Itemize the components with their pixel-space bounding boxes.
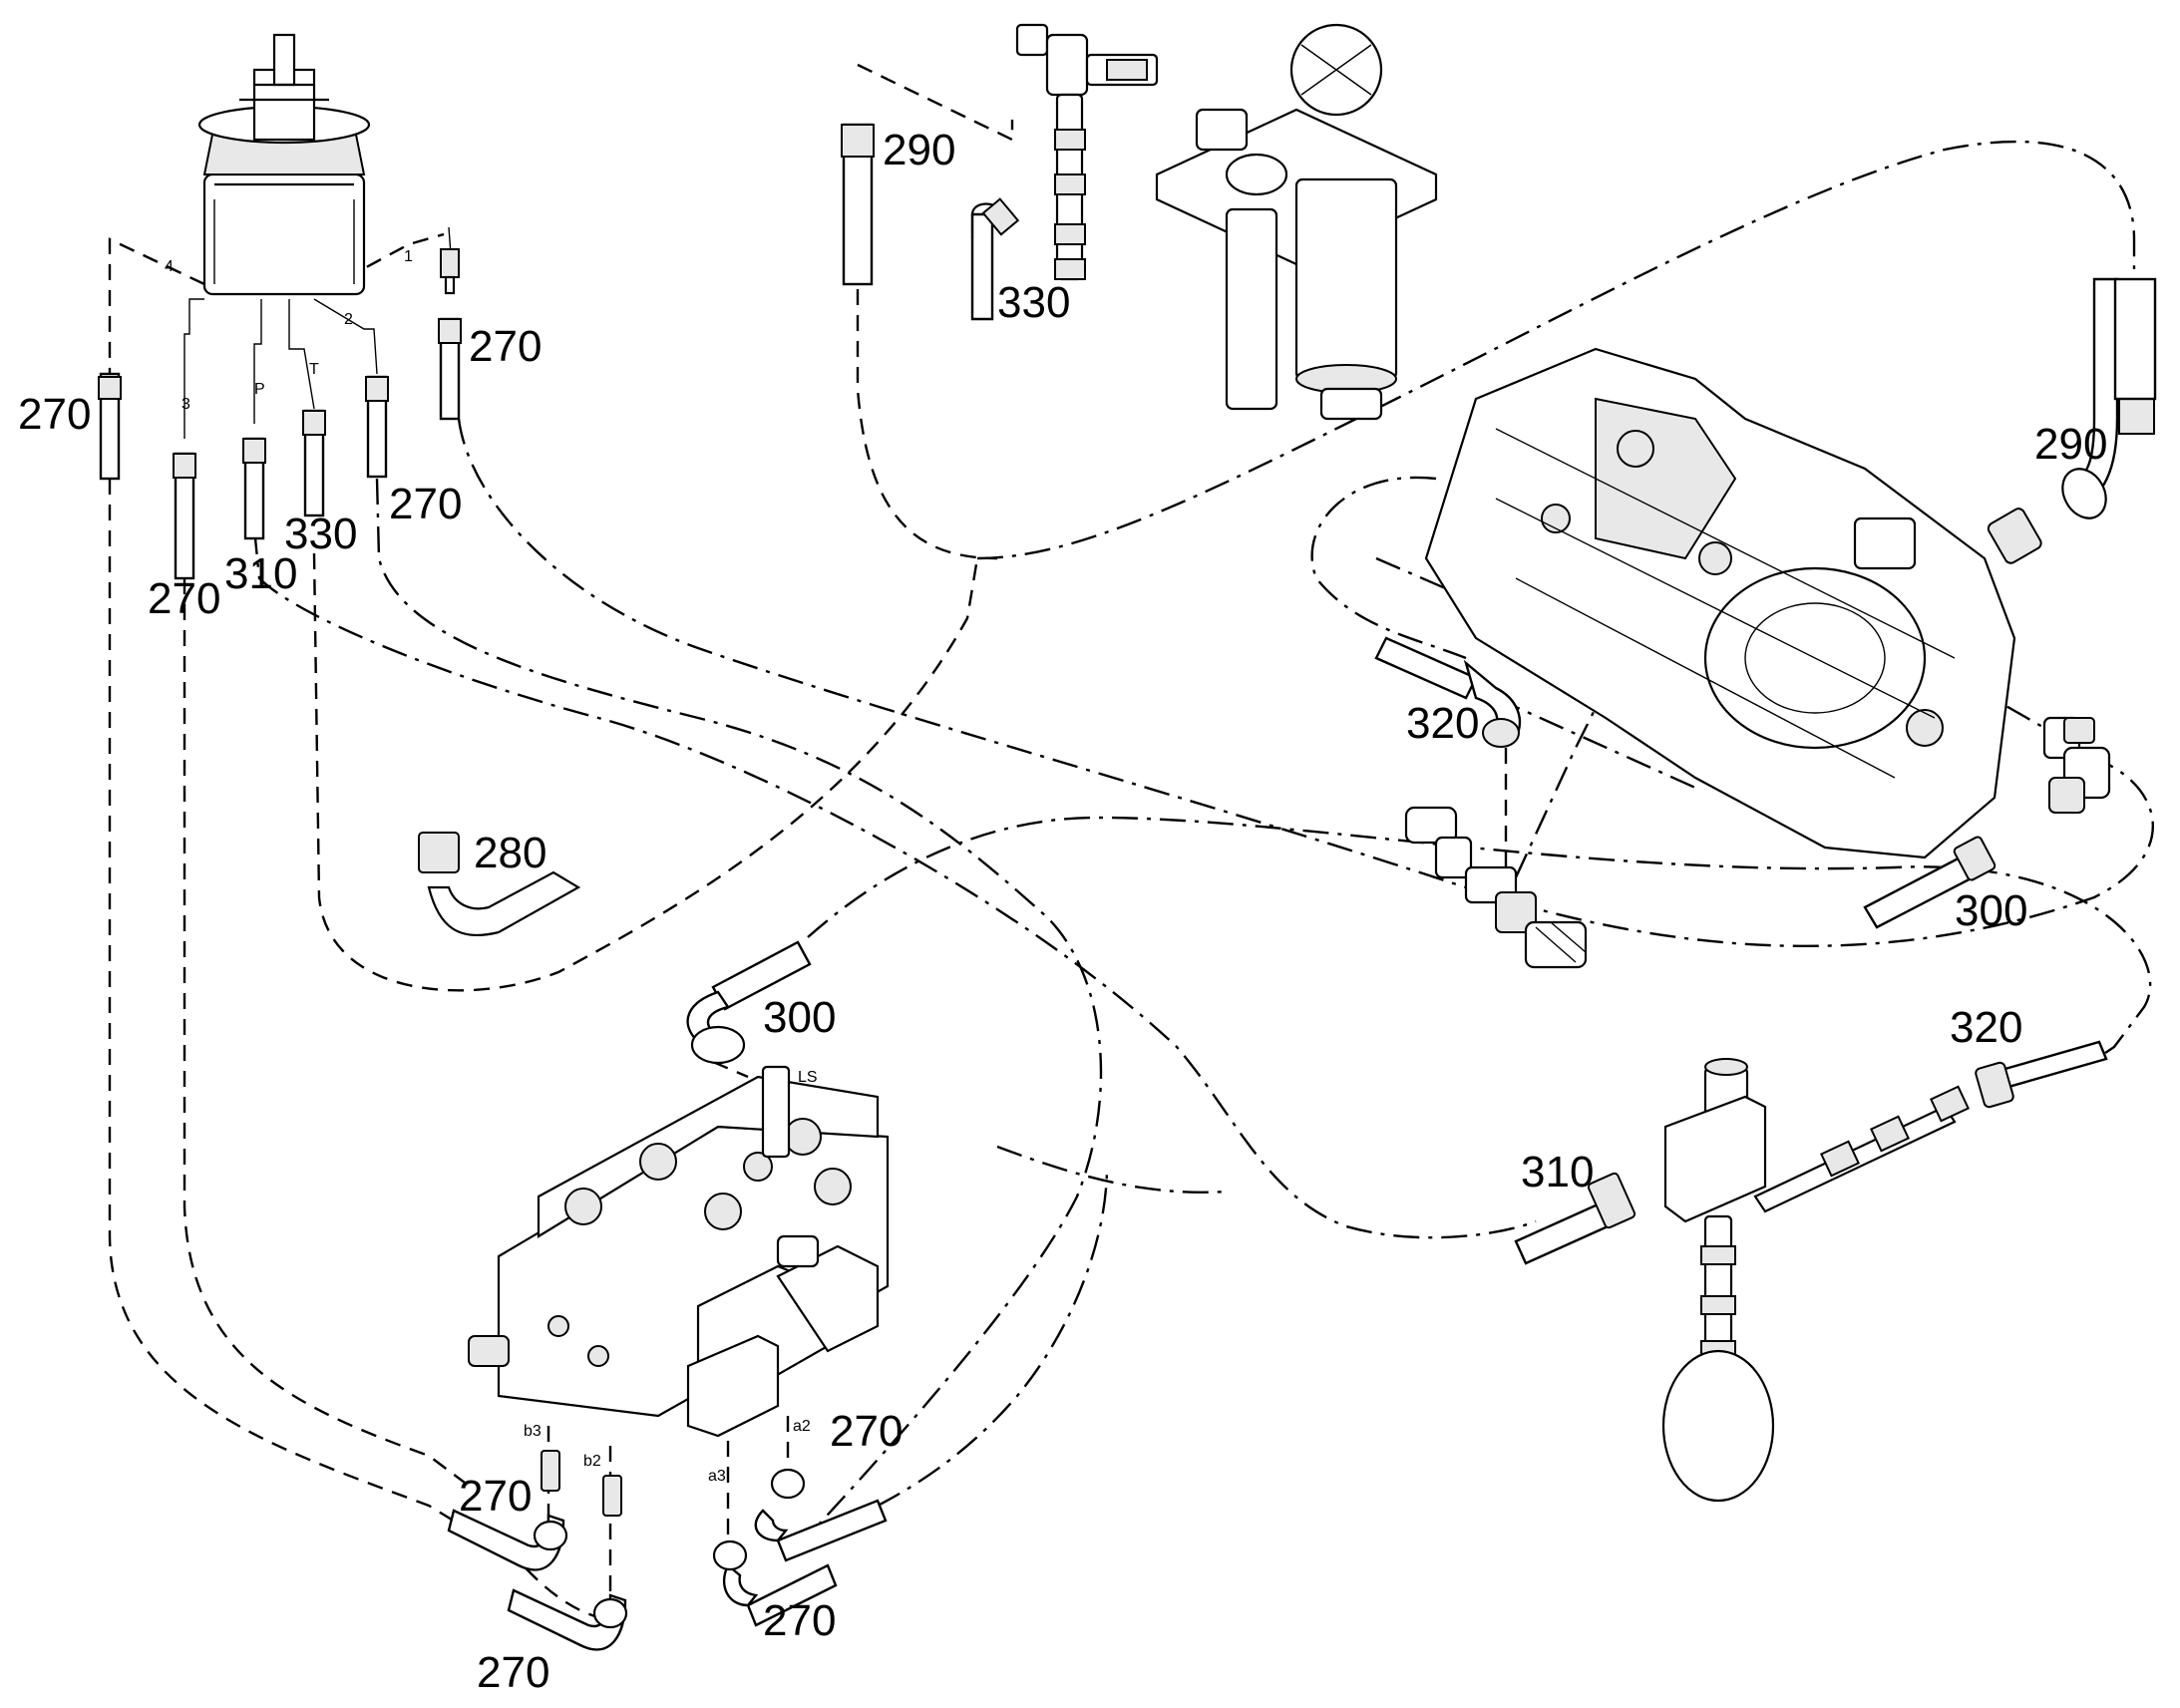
hose-290-right: [1987, 277, 2157, 564]
callout-300: 300: [1955, 886, 2027, 935]
callout-280: 280: [474, 829, 546, 877]
port-label-a3: a3: [708, 1468, 726, 1485]
lower-hoses: [447, 1450, 888, 1651]
hose-320-upper: [1374, 636, 1522, 748]
callout-310: 310: [224, 549, 297, 598]
clamp-280: [418, 832, 581, 937]
callout-270: 270: [763, 1596, 836, 1645]
callout-270: 270: [18, 390, 91, 439]
callout-330: 330: [284, 510, 357, 558]
port-label-p: P: [254, 381, 265, 398]
callout-270: 270: [148, 574, 220, 623]
callout-270: 270: [459, 1472, 532, 1521]
hose-300-right: [1863, 836, 1997, 929]
callout-290: 290: [883, 126, 955, 174]
hoses-top-center: [841, 123, 1020, 321]
callout-270: 270: [477, 1648, 549, 1697]
port-label-2: 2: [344, 311, 353, 328]
port-labels: 4 1 2 3 P T LS b3 b2 a3 a2: [165, 248, 818, 1485]
callout-300: 300: [763, 993, 836, 1042]
upper-hoses: [98, 248, 462, 580]
filter-unit: [1155, 23, 1438, 421]
fitting-chain-top: [1015, 23, 1159, 281]
main-pump: [1424, 347, 2016, 859]
callout-270: 270: [830, 1407, 903, 1456]
callout-320: 320: [1406, 699, 1479, 748]
port-label-t: T: [309, 361, 319, 378]
hose-320-lower: [1975, 1040, 2108, 1109]
port-label-b3: b3: [524, 1423, 542, 1440]
callout-330: 330: [997, 278, 1070, 327]
fittings-right: [2042, 716, 2111, 814]
port-label-ls: LS: [798, 1069, 818, 1086]
hose-300-lower: [686, 940, 812, 1065]
callout-290: 290: [2034, 420, 2107, 469]
callout-310: 310: [1521, 1148, 1594, 1196]
port-label-4: 4: [165, 258, 174, 275]
callout-270: 270: [389, 480, 462, 528]
port-label-1: 1: [404, 248, 413, 265]
port-label-b2: b2: [583, 1453, 601, 1470]
control-valve-block: [468, 1065, 890, 1438]
fitting-chain-lower: [1404, 806, 1588, 969]
port-label-a2: a2: [793, 1418, 811, 1435]
steering-unit: [197, 33, 371, 296]
callout-320: 320: [1950, 1003, 2022, 1052]
hose-310-lower: [1514, 1172, 1636, 1265]
accumulator-assembly: [1661, 1058, 1970, 1503]
callout-labels: 270 270 310 330 270 270 290 330 290 320 …: [18, 126, 2107, 1697]
callout-270: 270: [469, 322, 542, 371]
port-label-3: 3: [182, 396, 190, 413]
